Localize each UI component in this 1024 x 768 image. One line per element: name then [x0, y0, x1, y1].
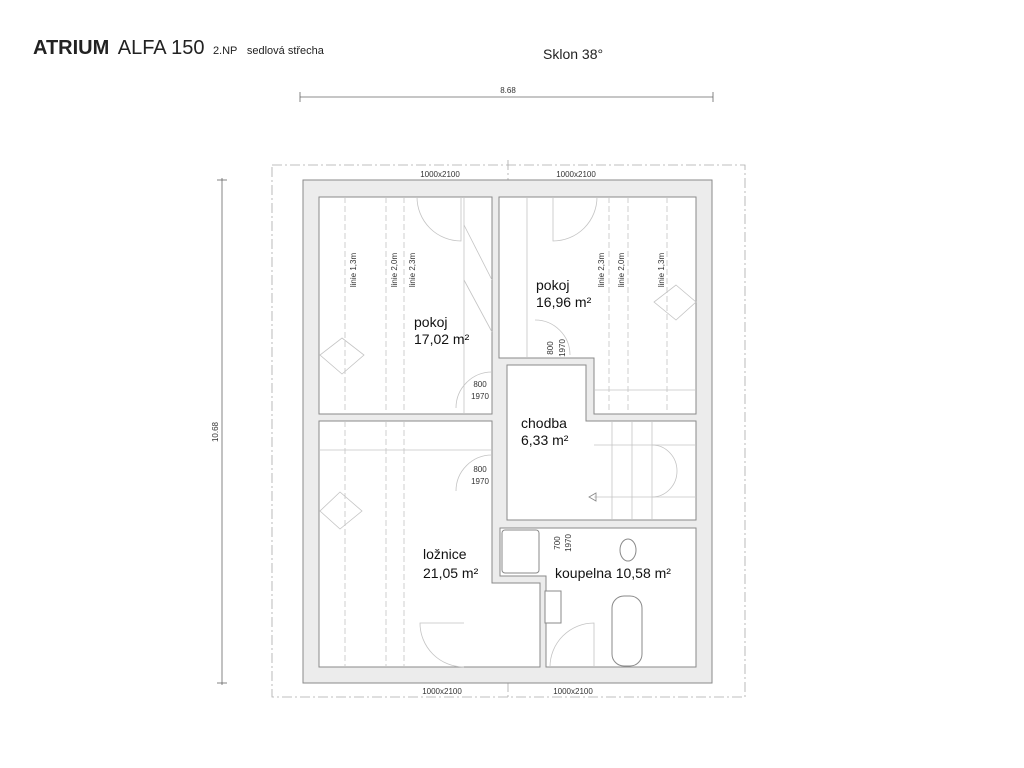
- door-height-right-pokoj: 1970: [558, 339, 567, 357]
- linie-label: linie 2,3m: [408, 253, 417, 288]
- roof-text: sedlová střecha: [247, 45, 325, 57]
- room-area: 10,58 m²: [616, 565, 672, 581]
- linie-label: linie 2,0m: [390, 253, 399, 288]
- staircase: [588, 421, 696, 520]
- room-area: 6,33 m²: [521, 432, 569, 448]
- floor-text: 2.NP: [213, 45, 237, 57]
- slope-text: Sklon 38°: [543, 46, 603, 62]
- room-area: 17,02 m²: [414, 331, 470, 347]
- title: ATRIUM ALFA 150 2.NP sedlová střecha: [33, 37, 325, 59]
- door-height-koupelna: 1970: [564, 534, 573, 552]
- room-koupelna: [499, 527, 697, 668]
- room-area: 16,96 m²: [536, 294, 592, 310]
- door-height-loznice: 1970: [471, 477, 489, 486]
- room-area: 21,05 m²: [423, 565, 479, 581]
- bathroom-fixtures: [501, 529, 643, 667]
- doors: [416, 196, 598, 668]
- room-label-koupelna: koupelna 10,58 m²: [555, 565, 671, 581]
- height-dimension: 10.68: [211, 178, 227, 685]
- room-name: koupelna: [555, 565, 612, 581]
- model-text: ALFA 150: [118, 37, 205, 59]
- room-pokoj-right: [498, 196, 697, 415]
- brand-text: ATRIUM: [33, 37, 109, 59]
- svg-text:10.68: 10.68: [211, 421, 220, 442]
- shower-icon: [501, 529, 540, 574]
- linie-label: linie 2,3m: [597, 253, 606, 288]
- room-name: ložnice: [423, 546, 467, 562]
- door-label-top-right: 1000x2100: [556, 170, 596, 179]
- roof-slope-lines: [319, 197, 696, 667]
- room-loznice: [318, 420, 541, 668]
- door-label-bottom-left: 1000x2100: [422, 687, 462, 696]
- roof-windows: [319, 284, 697, 530]
- bathtub-icon: [611, 595, 643, 667]
- door-label-bottom-right: 1000x2100: [553, 687, 593, 696]
- door-label-top-left: 1000x2100: [420, 170, 460, 179]
- door-width-right-pokoj: 800: [546, 341, 555, 355]
- door-height-left-pokoj: 1970: [471, 392, 489, 401]
- linie-label: linie 1,3m: [349, 253, 358, 288]
- width-dimension: 8.68: [299, 86, 714, 102]
- door-width-loznice: 800: [473, 465, 487, 474]
- toilet-icon: [619, 538, 637, 562]
- linie-label: linie 1,3m: [657, 253, 666, 288]
- sink-icon: [544, 590, 562, 624]
- room-pokoj-left: [318, 196, 493, 415]
- door-width-left-pokoj: 800: [473, 380, 487, 389]
- room-chodba: [506, 364, 697, 521]
- room-name: pokoj: [536, 277, 569, 293]
- room-name: pokoj: [414, 314, 447, 330]
- room-name: chodba: [521, 415, 567, 431]
- linie-label: linie 2,0m: [617, 253, 626, 288]
- door-width-koupelna: 700: [553, 536, 562, 550]
- roof-outline: [271, 164, 746, 698]
- svg-text:8.68: 8.68: [500, 86, 516, 95]
